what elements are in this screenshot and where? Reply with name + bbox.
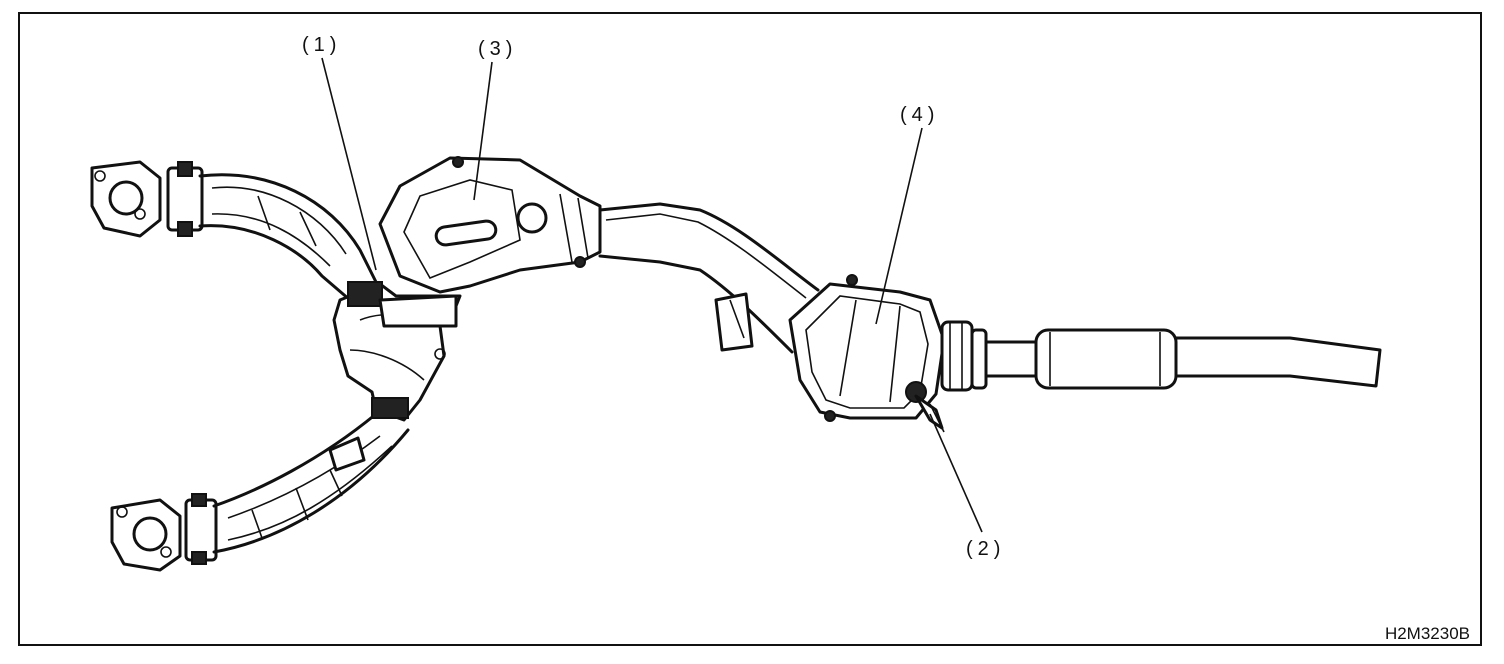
y-pipe-junction — [332, 281, 462, 422]
leader-line-3 — [473, 61, 493, 201]
center-pipe — [598, 202, 820, 354]
upper-manifold-flange — [90, 160, 204, 238]
leader-line-1 — [321, 57, 377, 271]
leader-line-4 — [875, 127, 923, 325]
callout-4: (4) — [900, 104, 940, 126]
front-catalytic-converter — [378, 156, 602, 294]
callout-2: (2) — [966, 538, 1006, 560]
upper-front-pipe — [198, 173, 380, 302]
lower-front-pipe — [212, 412, 410, 554]
figure-code: H2M3230B — [1384, 624, 1470, 643]
leader-line-2 — [929, 413, 983, 533]
rear-pipe-muffler — [940, 320, 1382, 392]
callout-3: (3) — [478, 38, 518, 60]
oxygen-sensor — [905, 381, 945, 433]
callout-1: (1) — [302, 34, 342, 56]
lower-manifold-flange — [110, 493, 218, 572]
